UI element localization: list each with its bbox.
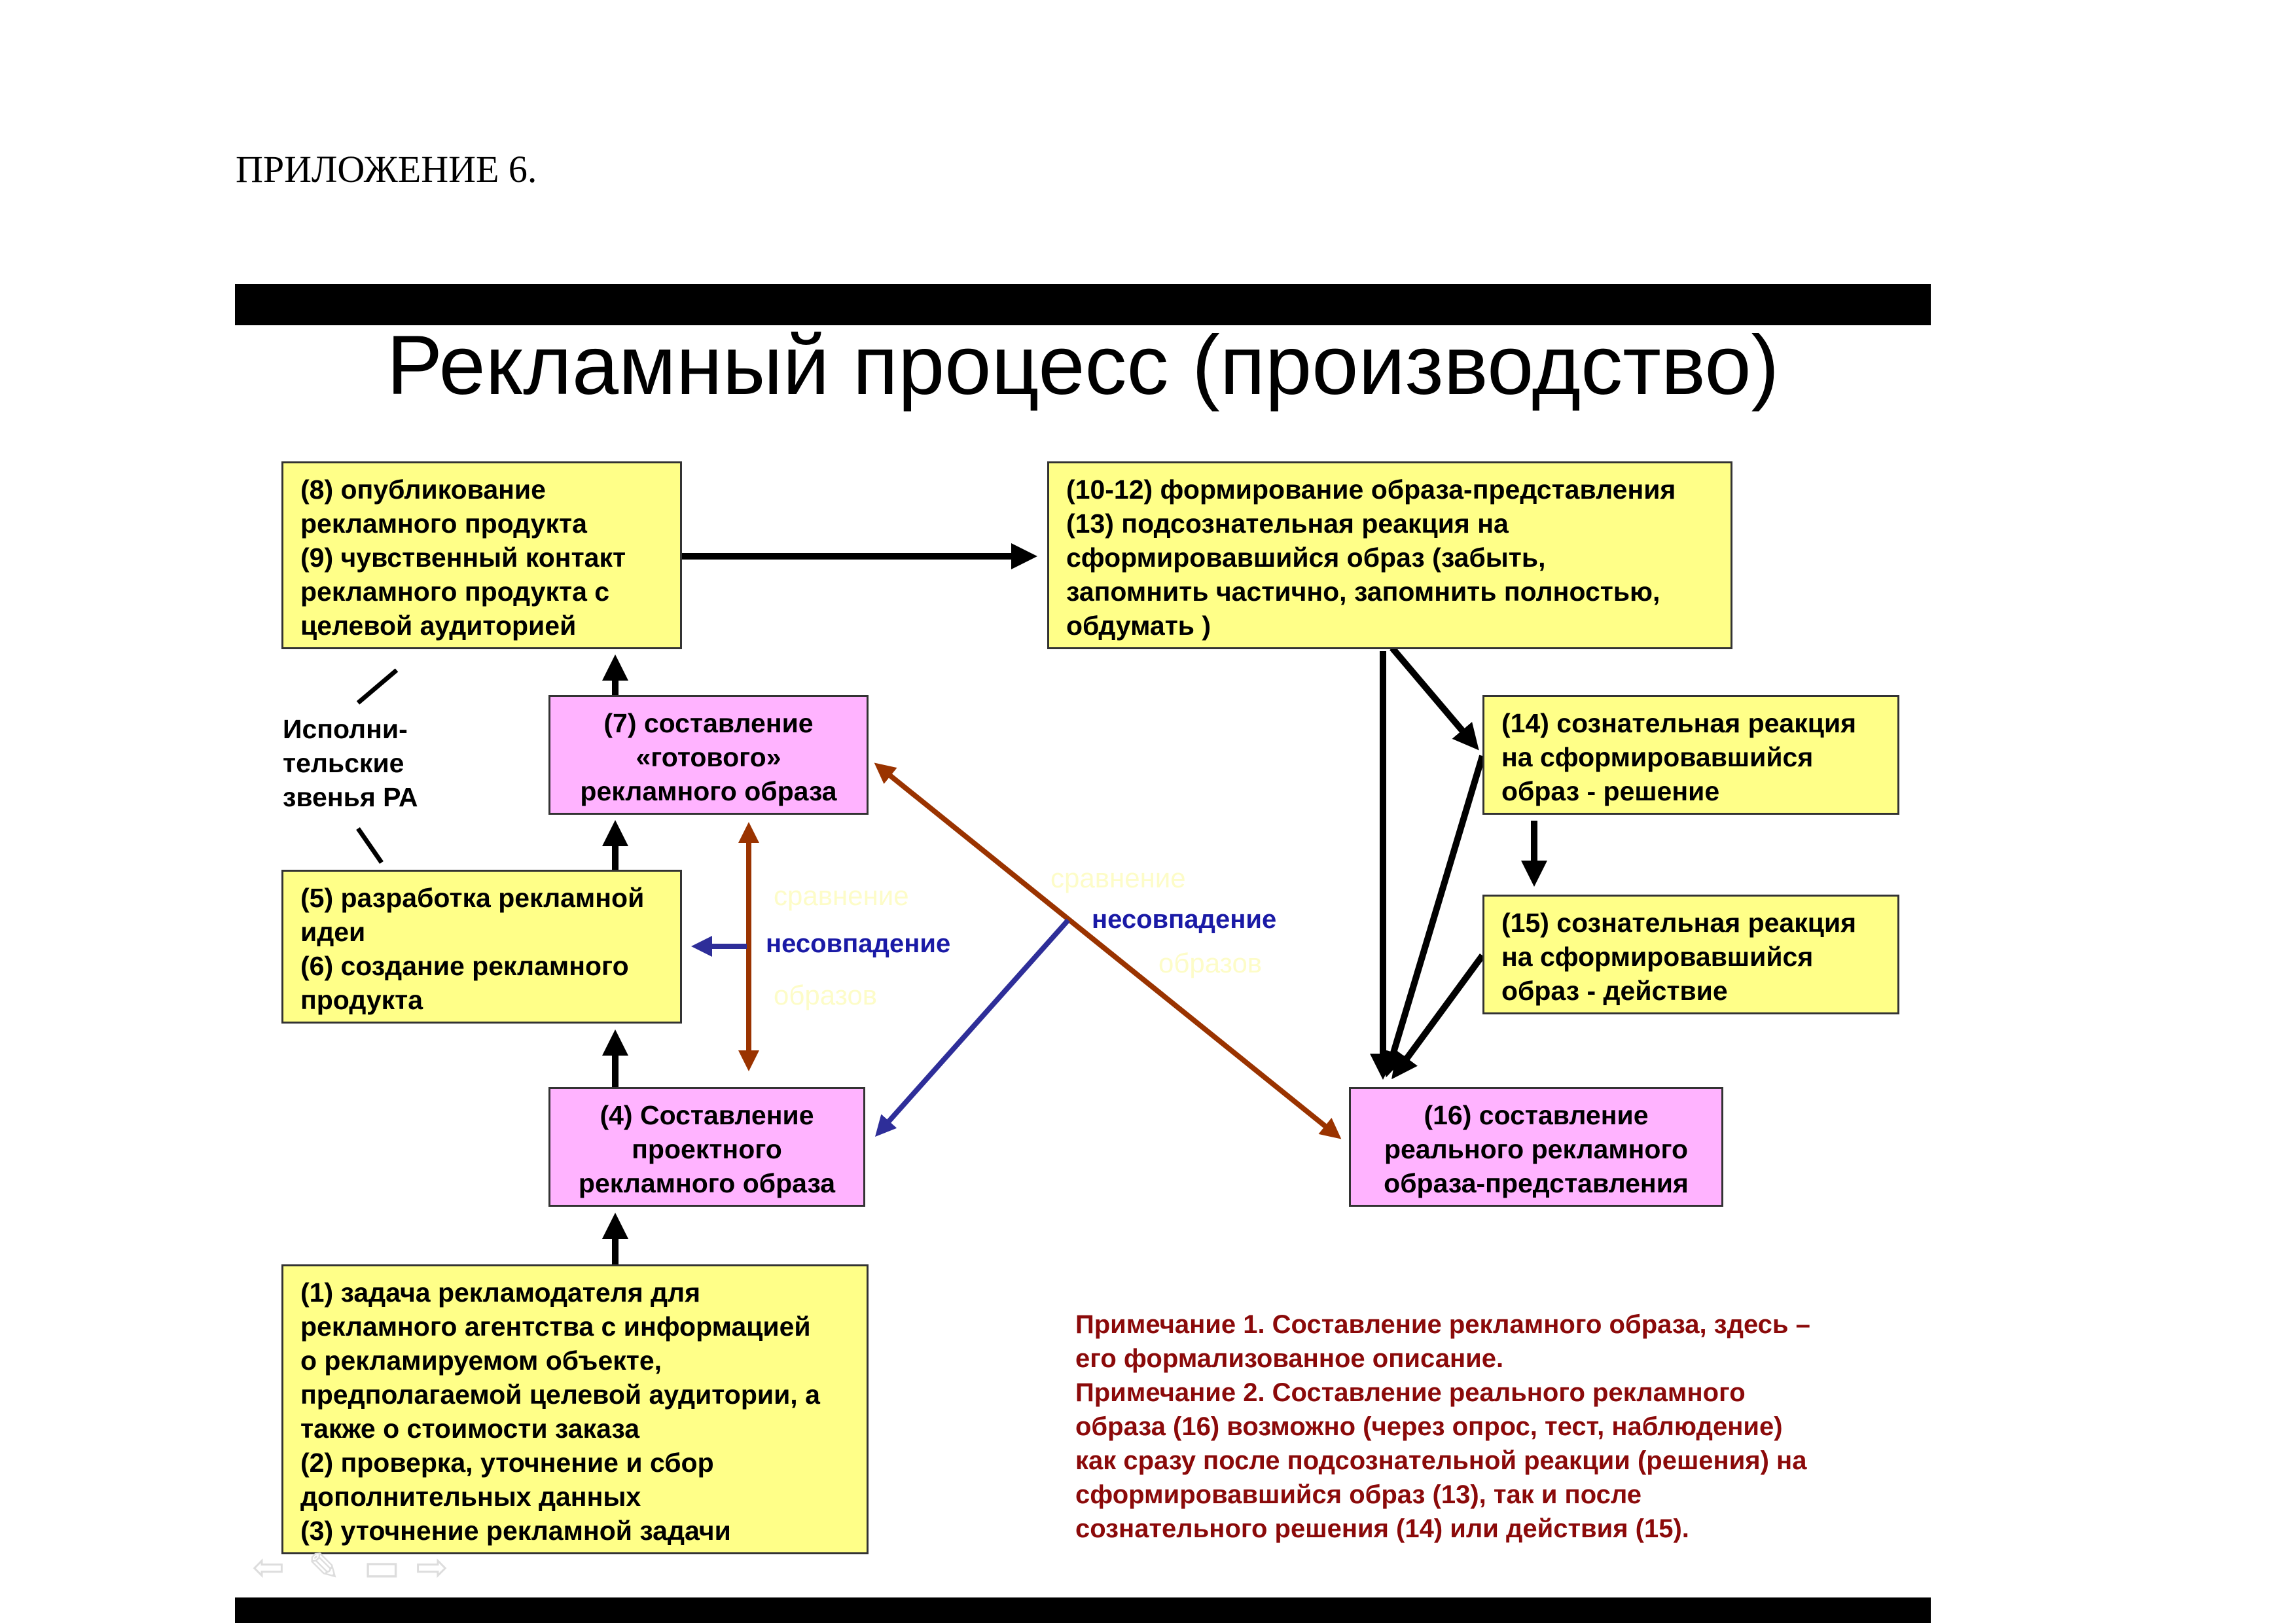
mismatch-label-left: несовпадение [766,929,951,958]
top-black-bar [235,284,1931,325]
images-label-right: образов [1158,948,1263,978]
slide-title: Рекламный процесс (производство) [386,319,1780,412]
executive-links-label: Исполни- тельские звенья РА [283,714,418,812]
comparison-label-left: сравнение [774,880,909,911]
arrow-15-to-16 [1391,954,1486,1080]
mismatch-label-right: несовпадение [1092,905,1277,934]
comparison-label-right: сравнение [1050,863,1186,893]
box-idea-development: (5) разработка рекламной идеи (6) создан… [281,870,682,1024]
box-project-image: (4) Составление проектного рекламного об… [548,1087,865,1207]
arrow-left-icon[interactable]: ⇦ [252,1545,285,1589]
notes: Примечание 1. Составление рекламного обр… [1075,1310,1810,1543]
box-image-formation: (10-12) формирование образа-представлени… [1047,461,1732,649]
box-conscious-decision: (14) сознательная реакция на сформировав… [1482,695,1899,815]
images-label-left: образов [774,980,878,1010]
appendix-label: ПРИЛОЖЕНИЕ 6. [236,148,537,190]
box-conscious-action: (15) сознательная реакция на сформировав… [1482,895,1899,1014]
box-publication: (8) опубликование рекламного продукта (9… [281,461,682,649]
exec-dash-top [356,668,399,705]
box-advertiser-task: (1) задача рекламодателя для рекламного … [281,1264,869,1554]
exec-dash-bottom [356,827,384,864]
arrow-mismatch-to-4 [875,918,1070,1137]
arrow-14-to-16 [1381,755,1486,1078]
arrow-10-to-14 [1390,645,1479,751]
bottom-black-bar [235,1597,1931,1623]
arrow-right-icon[interactable]: ⇨ [416,1545,449,1589]
pen-icon[interactable]: ✎ [308,1545,341,1589]
menu-icon[interactable]: ▭ [363,1545,401,1589]
box-ready-image: (7) составление «готового» рекламного об… [548,695,869,815]
arrow-7-16-compare [874,762,1342,1139]
box-real-image: (16) составление реального рекламного об… [1349,1087,1723,1207]
